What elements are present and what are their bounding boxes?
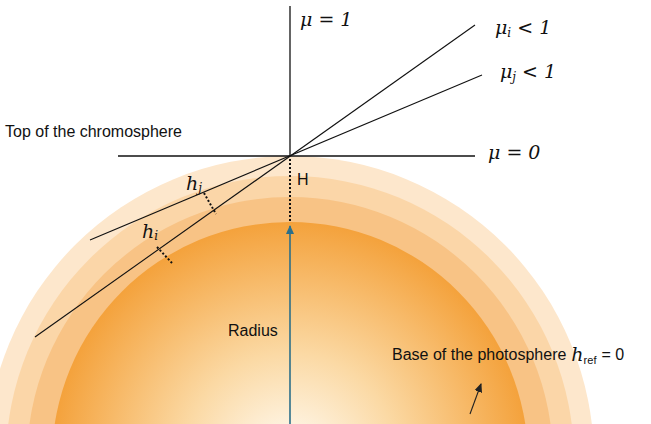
ray-i bbox=[35, 25, 475, 337]
radius-label: Radius bbox=[228, 323, 278, 339]
height-dots bbox=[289, 159, 291, 222]
mu-j-subscript: j bbox=[512, 71, 516, 83]
href-symbol: h bbox=[571, 345, 583, 364]
hi-symbol: h bbox=[142, 222, 154, 241]
hj-symbol: h bbox=[186, 174, 198, 193]
mu-j-bound: < 1 bbox=[522, 62, 556, 81]
photosphere-core bbox=[52, 222, 528, 424]
href-subscript: ref bbox=[584, 355, 597, 366]
photosphere-label: Base of the photosphere bbox=[392, 347, 566, 363]
base-pointer bbox=[470, 384, 481, 414]
radius-arrow bbox=[289, 226, 291, 424]
ray-j bbox=[90, 75, 482, 240]
vertical-axis bbox=[289, 6, 290, 156]
hj-dots bbox=[204, 193, 216, 214]
mu-i-symbol: μ bbox=[495, 18, 507, 37]
hj-subscript: j bbox=[198, 182, 202, 194]
hi-dots bbox=[157, 247, 172, 263]
height-label: H bbox=[297, 172, 309, 188]
mu-zero-label: μ = 0 bbox=[488, 143, 540, 162]
inner-layer bbox=[27, 197, 553, 424]
horizon-line bbox=[118, 155, 475, 156]
mu-j-symbol: μ bbox=[500, 62, 512, 81]
chromosphere-label: Top of the chromosphere bbox=[5, 124, 182, 140]
href-value: = 0 bbox=[601, 347, 624, 363]
hi-subscript: i bbox=[154, 230, 158, 242]
outer-layer bbox=[0, 156, 594, 424]
middle-layer bbox=[6, 176, 574, 424]
mu-i-bound: < 1 bbox=[517, 18, 551, 37]
mu-one-label: μ = 1 bbox=[300, 10, 352, 29]
mu-i-subscript: i bbox=[507, 27, 511, 39]
